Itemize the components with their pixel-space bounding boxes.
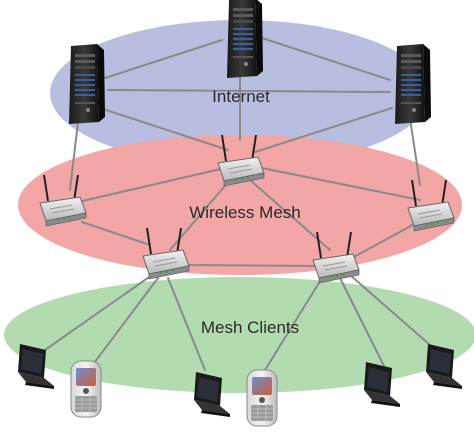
server-icon bbox=[227, 0, 263, 78]
wireless-mesh-label: Wireless Mesh bbox=[189, 203, 300, 222]
smartphone-icon bbox=[246, 369, 278, 427]
network-links bbox=[44, 37, 431, 376]
smartphone-icon bbox=[70, 360, 102, 418]
internet-label: Internet bbox=[212, 87, 270, 106]
mesh-clients-label: Mesh Clients bbox=[201, 318, 299, 337]
wireless-mesh-layer-ellipse bbox=[18, 135, 462, 275]
server-icon bbox=[69, 44, 105, 124]
server-icon bbox=[395, 44, 431, 124]
mesh-clients-layer-ellipse bbox=[4, 277, 474, 393]
